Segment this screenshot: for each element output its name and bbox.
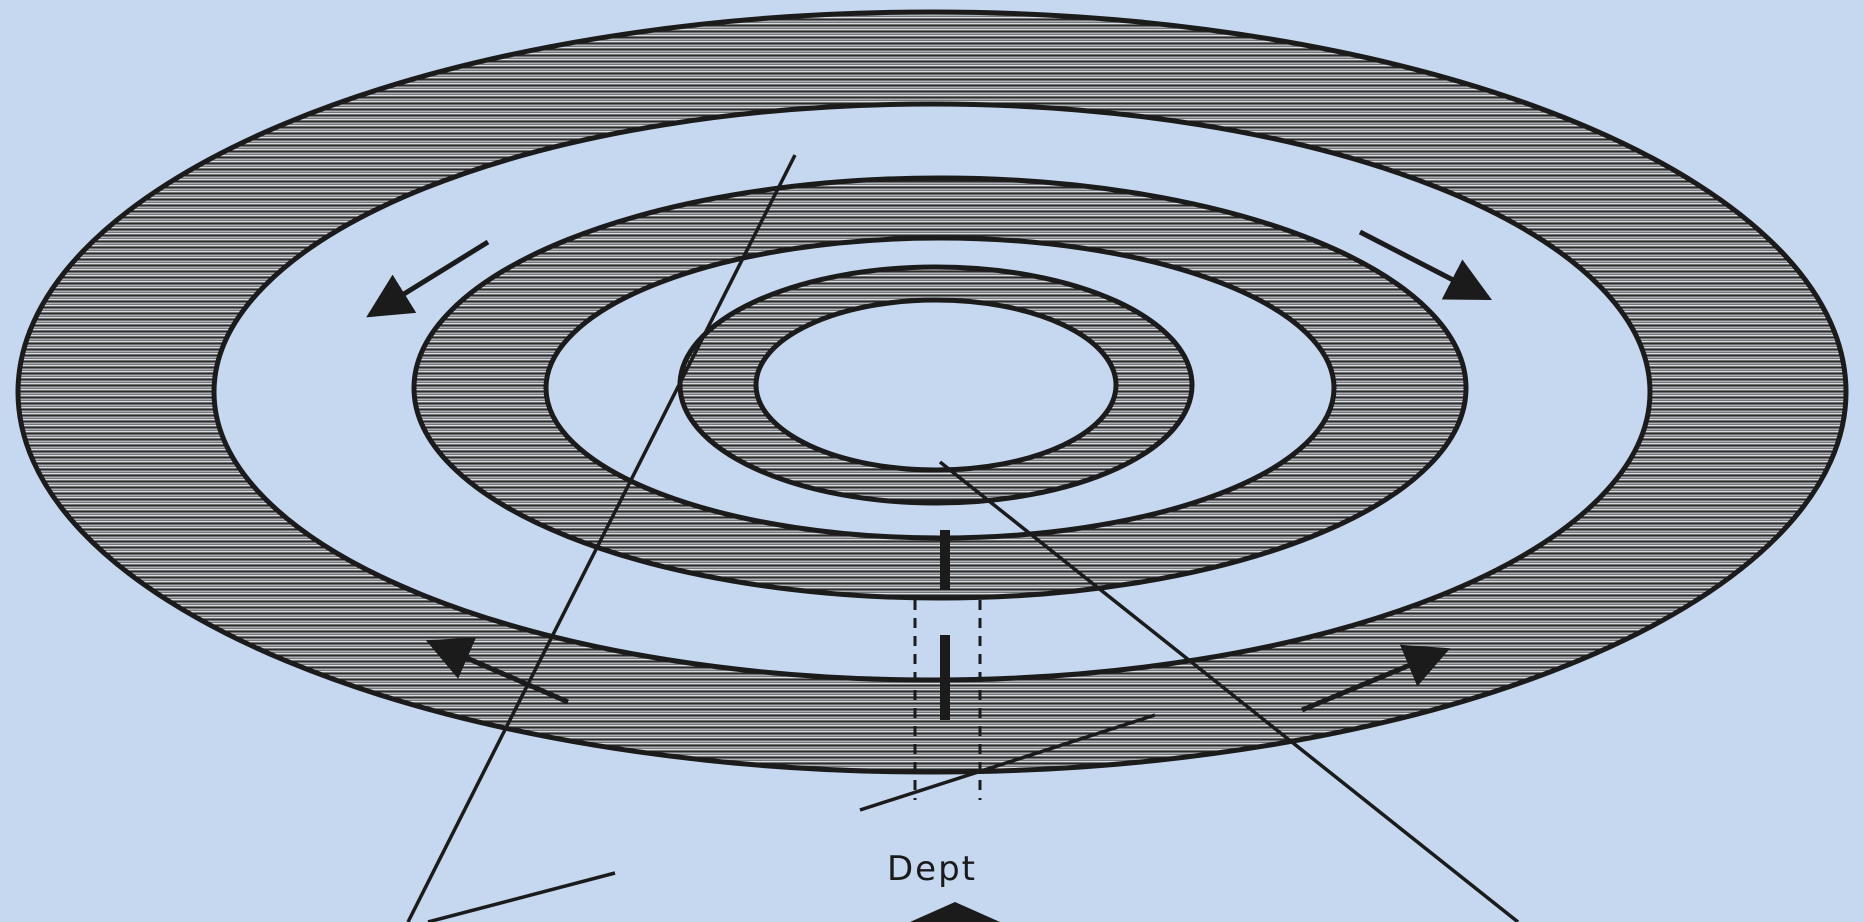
outer-ring: [18, 12, 1846, 772]
bottom-notch: [910, 902, 1000, 922]
leader-line-lower-left: [428, 873, 615, 922]
inner-ring: [680, 267, 1192, 503]
bottom-label: Dept: [887, 849, 977, 889]
